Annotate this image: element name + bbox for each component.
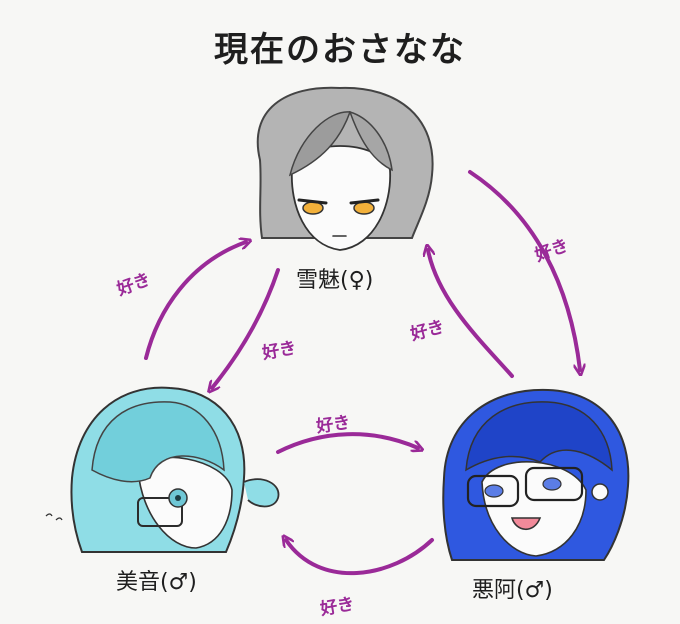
character-name-aku: 悪阿(♂) bbox=[472, 578, 553, 603]
arrow-yukimi-to-mion bbox=[212, 268, 280, 388]
arrow-aku-to-mion bbox=[286, 540, 434, 575]
arrow-aku-to-yukimi bbox=[428, 250, 514, 378]
arrow-mion-to-yukimi bbox=[144, 242, 246, 360]
arrow-yukimi-to-aku bbox=[468, 170, 580, 370]
aku-face-drawing bbox=[442, 388, 630, 561]
character-name-mion: 美音(♂) bbox=[116, 570, 197, 595]
relation-label-mion-to-aku: 好き bbox=[315, 412, 352, 438]
arrow-mion-to-aku bbox=[276, 432, 418, 454]
mion-face-drawing bbox=[45, 386, 280, 553]
character-name-yukimi: 雪魅(♀) bbox=[296, 268, 374, 293]
yukimi-face-drawing bbox=[256, 86, 434, 251]
page-title: 現在のおさなな bbox=[214, 30, 466, 70]
